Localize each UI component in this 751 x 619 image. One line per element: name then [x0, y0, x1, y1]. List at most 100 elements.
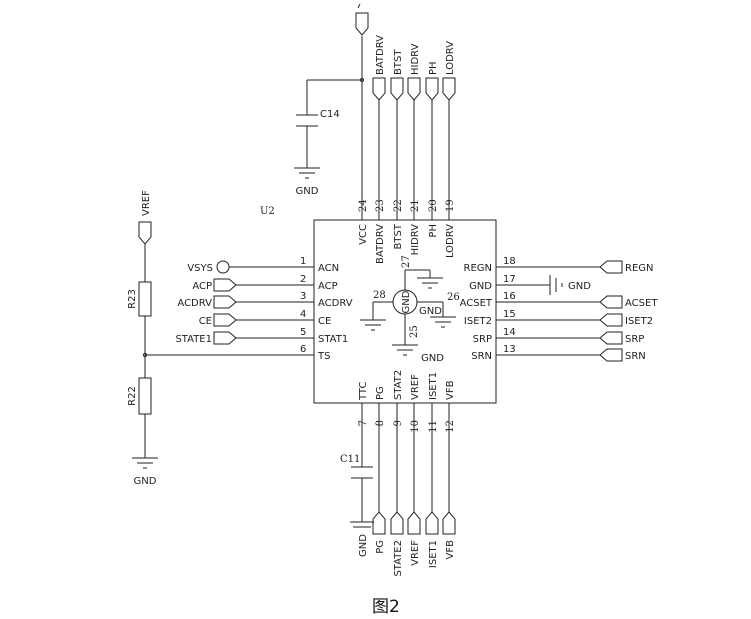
pin-number: 1 — [300, 256, 306, 267]
port-SRN — [599, 348, 623, 362]
pin-name: ACSET — [460, 298, 493, 309]
pin-number: 23 — [375, 199, 386, 212]
pin-name: REGN — [464, 263, 493, 274]
port-label: VFB — [445, 540, 456, 560]
port-PH — [425, 77, 439, 101]
pin-name: HIDRV — [410, 224, 421, 256]
port-ACP — [213, 278, 237, 292]
pin-number: 15 — [503, 309, 516, 320]
vcc-label-mark — [357, 3, 361, 9]
pin-number: 21 — [410, 199, 421, 212]
r22-resistor — [138, 377, 152, 415]
port-label: VREF — [410, 540, 421, 566]
pin-number: 5 — [300, 327, 306, 338]
net-label: VSYS — [187, 263, 213, 274]
pin-number: 26 — [447, 292, 460, 303]
port-LODRV — [442, 77, 456, 101]
pin-name: VCC — [358, 224, 369, 245]
pin-number: 17 — [503, 274, 516, 285]
port-label: BTST — [393, 49, 404, 75]
pin-number: 11 — [428, 420, 439, 433]
port-REGN — [599, 260, 623, 274]
net-label: REGN — [625, 263, 654, 274]
port-label: PG — [375, 540, 386, 554]
port-ISET2 — [599, 313, 623, 327]
pin-number: 24 — [358, 199, 369, 212]
net-label: ACDRV — [177, 298, 212, 309]
pin-number: 20 — [428, 199, 439, 212]
pin-name: VREF — [410, 374, 421, 400]
c14-label: C14 — [320, 109, 340, 120]
pin-name: ACDRV — [318, 298, 353, 309]
pin-number: 18 — [503, 256, 516, 267]
gnd-label: GND — [358, 534, 369, 557]
pin-name: STAT2 — [393, 370, 404, 400]
pin-number: 25 — [409, 325, 420, 338]
ic-ref: U2 — [260, 206, 275, 217]
pin-number: 7 — [358, 420, 369, 426]
port-STATE1 — [213, 331, 237, 345]
vsys-terminal — [216, 260, 230, 274]
gnd-label: GND — [296, 186, 319, 197]
gnd-label: GND — [134, 476, 157, 487]
port-label: STATE2 — [393, 540, 404, 577]
pin-name: ACN — [318, 263, 339, 274]
net-label: ISET2 — [625, 316, 653, 327]
port-label: ISET1 — [428, 540, 439, 568]
gnd-label: GND — [421, 353, 444, 364]
port-label: BATDRV — [375, 35, 386, 75]
pin-name: TTC — [358, 382, 369, 401]
port-CE — [213, 313, 237, 327]
pin-name: CE — [318, 316, 331, 327]
pin-number: 19 — [445, 199, 456, 212]
pin-number: 2 — [300, 274, 306, 285]
port-ACDRV — [213, 295, 237, 309]
pin-number: 8 — [375, 420, 386, 426]
vref-port — [138, 221, 152, 245]
pad-label: GND — [419, 306, 442, 317]
pin-number: 10 — [410, 420, 421, 433]
net-label: ACSET — [625, 298, 658, 309]
port-STATE2 — [390, 511, 404, 535]
port-ISET1 — [425, 511, 439, 535]
net-label: GND — [568, 281, 591, 292]
pin-name: PG — [375, 386, 386, 400]
pin-number: 27 — [401, 255, 412, 268]
pin-number: 6 — [300, 344, 306, 355]
r23-label: R23 — [127, 289, 138, 309]
pin-name: ACP — [318, 281, 338, 292]
pin-number: 13 — [503, 344, 516, 355]
pin-name: STAT1 — [318, 334, 348, 345]
port-SRP — [599, 331, 623, 345]
net-label: CE — [199, 316, 212, 327]
pin-name: SRP — [473, 334, 492, 345]
port-ACSET — [599, 295, 623, 309]
pin-name: GND — [469, 281, 492, 292]
figure-caption: 图2 — [372, 597, 400, 617]
r22-label: R22 — [127, 386, 138, 406]
port-BATDRV — [372, 77, 386, 101]
pin-number: 22 — [393, 199, 404, 212]
port-label: HIDRV — [410, 43, 421, 75]
ic-body — [313, 219, 497, 404]
pin-name: BATDRV — [375, 224, 386, 264]
c11-label: C11 — [340, 454, 360, 465]
port-BTST — [390, 77, 404, 101]
pin-number: 4 — [300, 309, 306, 320]
pin-name: LODRV — [445, 224, 456, 258]
net-label: ACP — [192, 281, 212, 292]
pin-name: PH — [428, 224, 439, 238]
pin-name: TS — [317, 351, 330, 362]
port-label: LODRV — [445, 41, 456, 75]
pad-label: GND — [401, 290, 412, 313]
pin-name: VFB — [445, 380, 456, 400]
r23-resistor — [138, 281, 152, 317]
pin-name: BTST — [393, 223, 404, 249]
port-VFB — [442, 511, 456, 535]
pin-name: ISET2 — [464, 316, 492, 327]
pin-name: SRN — [471, 351, 492, 362]
pin-number: 16 — [503, 291, 516, 302]
port-PG — [372, 511, 386, 535]
